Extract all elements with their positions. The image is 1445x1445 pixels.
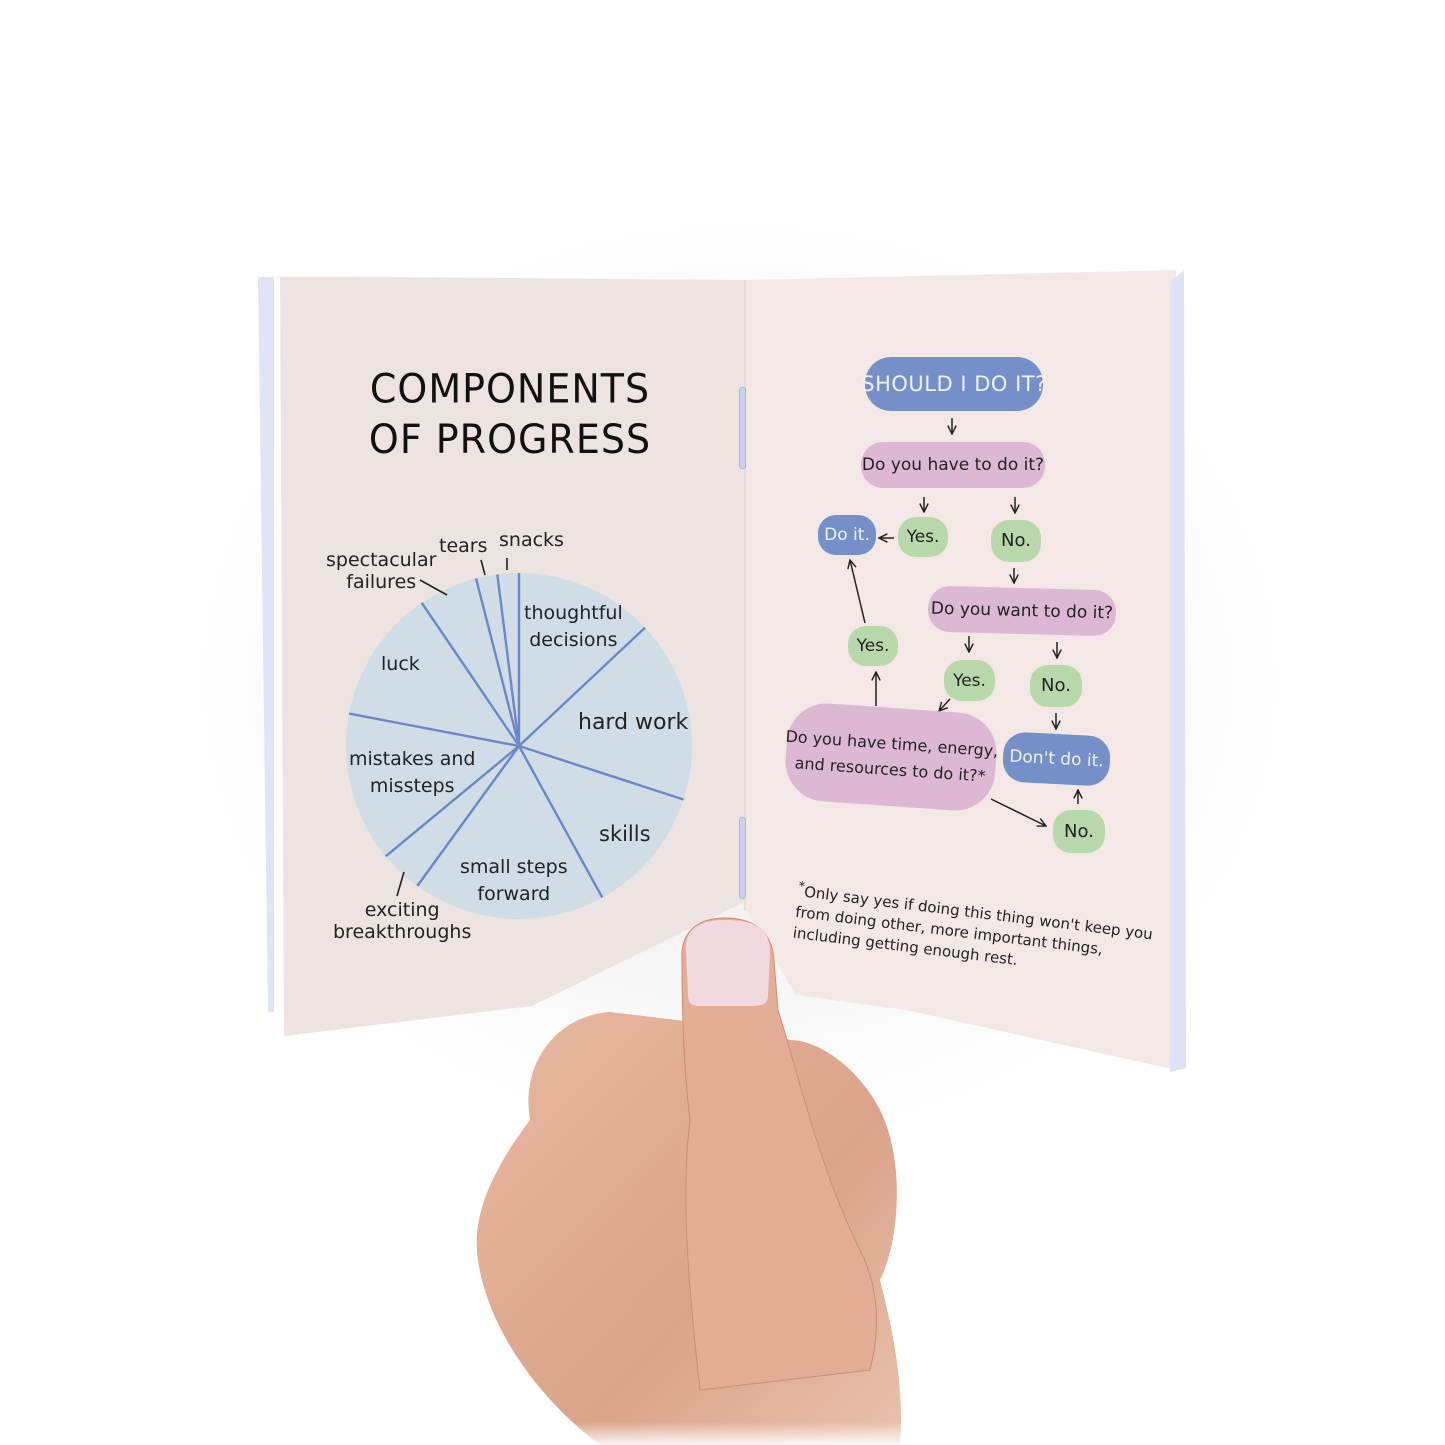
left-page-edge [258,277,274,1012]
pie-slice-boundary [416,745,520,887]
question-want-to: Do you want to do it? [927,585,1117,637]
label-tears: tears [439,535,488,557]
answer-want-to-yes: Yes. [944,660,995,701]
question-time-energy-resources: Do you have time, energy, and resources … [782,700,1000,814]
pie-slice-boundary [384,745,520,858]
pie-slice-boundary [517,745,604,899]
label-skills: skills [599,822,651,846]
title-line-2: OF PROGRESS [368,416,652,463]
title-line-1: COMPONENTS [369,365,651,412]
label-spectacular-failures: spectacular failures [326,549,437,593]
question-have-to: Do you have to do it? [861,442,1045,488]
pie-slice-boundary [348,712,520,748]
answer-want-to-no: No. [1030,665,1082,707]
answer-resources-yes: Yes. [848,626,898,666]
right-page-edge [1170,270,1186,1072]
pie-chart [346,558,692,919]
answer-resources-no: No. [1053,810,1105,853]
pie-slice-boundary [474,578,521,747]
flowchart-title: SHOULD I DO IT? [861,357,1046,411]
staple-bottom [739,817,746,899]
answer-have-to-yes: Yes. [898,517,948,557]
label-small-steps-forward: small steps forward [460,856,568,905]
label-mistakes-and-missteps: mistakes and missteps [349,748,476,797]
pie-slice-boundary [518,744,684,801]
pie-slice-boundary [420,602,520,747]
result-dont-do-it: Don't do it. [1001,731,1112,787]
result-do-it: Do it. [818,515,876,555]
label-thoughtful-decisions: thoughtful decisions [524,602,623,651]
pie-slice-lines [348,573,684,899]
answer-have-to-no: No. [991,520,1041,562]
label-snacks: snacks [499,529,564,551]
pie-slice-boundary [518,626,646,747]
page-title: COMPONENTS OF PROGRESS [360,364,660,465]
pie-slice-boundary [496,574,521,747]
label-exciting-breakthroughs: exciting breakthroughs [333,899,472,943]
label-luck: luck [381,653,420,675]
booklet-spine [744,280,748,910]
pie-leader-lines [396,558,508,897]
label-hard-work: hard work [578,710,689,735]
staple-top [739,387,746,469]
